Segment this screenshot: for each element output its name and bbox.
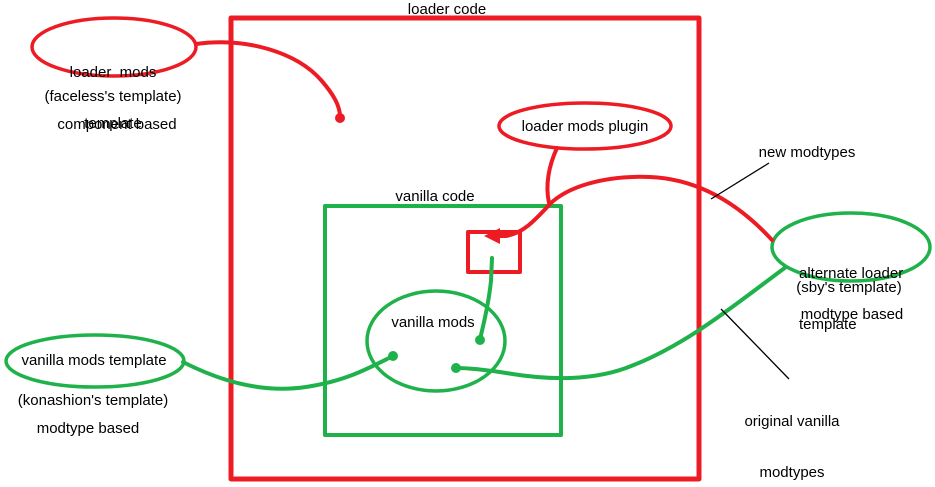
alternate-loader-template-label: alternate loader template [799, 231, 903, 367]
modtype-based-note-right: modtype based [800, 306, 904, 323]
loader-mods-template-label-line1: loader mods [69, 64, 157, 81]
loader-mods-template-label: loader mods template [70, 30, 157, 166]
alternate-loader-template-ellipse [770, 211, 932, 283]
alternate-loader-template-label-line2: template [799, 316, 857, 333]
vanilla-mods-ellipse [365, 289, 507, 393]
modtype-based-note-left: modtype based [36, 420, 140, 437]
connection-dot-vanilla-mods-top [475, 335, 485, 345]
loader-mods-template-ellipse [30, 16, 198, 78]
edge-loader-mods-plugin-branch [545, 146, 559, 205]
loader-mods-template-label-line2: template [84, 115, 142, 132]
konashion-template-note: (konashion's template) [17, 392, 169, 409]
pointer-line-new-modtypes [710, 162, 770, 200]
edge-vanilla-mods-to-injection-box [478, 256, 494, 341]
arrowhead-into-injection-box [484, 228, 500, 244]
vanilla-code-box [323, 204, 563, 437]
loader-mods-plugin-label: loader mods plugin [521, 118, 649, 135]
original-vanilla-modtypes-annotation: original vanilla modtypes [744, 379, 839, 487]
new-modtypes-annotation: new modtypes [758, 144, 856, 161]
vanilla-code-label: vanilla code [395, 188, 475, 205]
vanilla-mods-template-label: vanilla mods template [21, 352, 167, 369]
loader-mods-plugin-ellipse [497, 101, 673, 151]
connection-dot-vanilla-mods-right [451, 363, 461, 373]
edge-alternate-loader-template-to-vanilla-mods [454, 265, 788, 380]
connection-dot-vanilla-mods-left [388, 351, 398, 361]
original-vanilla-modtypes-line2: modtypes [759, 464, 825, 481]
faceless-template-note: (faceless's template) [44, 88, 182, 105]
edge-vanilla-mods-template-to-vanilla-mods [181, 355, 393, 391]
original-vanilla-modtypes-line1: original vanilla [744, 413, 840, 430]
edge-alternate-loader-template-to-injection-box [496, 174, 774, 242]
edge-loader-mods-template-to-loader-code [194, 40, 342, 119]
sby-template-note: (sby's template) [796, 279, 902, 296]
component-based-note: component based [57, 116, 177, 133]
vanilla-mods-label: vanilla mods [391, 314, 475, 331]
alternate-loader-template-label-line1: alternate loader [799, 265, 904, 282]
loader-code-box [228, 15, 702, 482]
pointer-line-original-vanilla-modtypes [720, 308, 790, 380]
loader-code-label: loader code [407, 1, 487, 18]
connection-dot-loader-mods-template [335, 113, 345, 123]
